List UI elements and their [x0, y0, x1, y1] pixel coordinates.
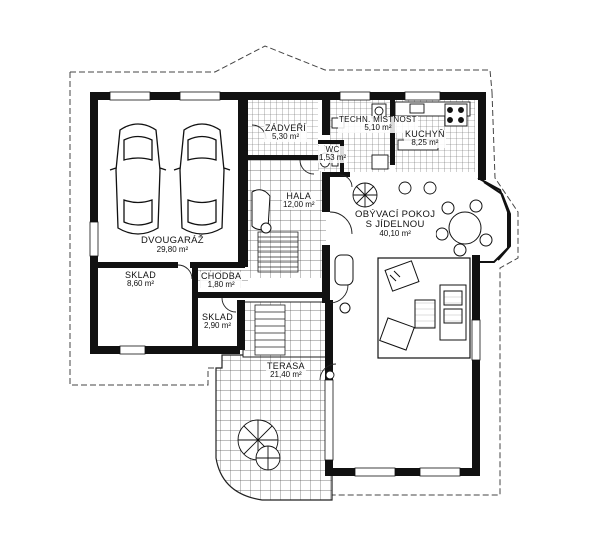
room-label-kitchen: KUCHYŇ 8,25 m²	[404, 129, 446, 148]
room-label-storage-large: SKLAD 8,60 m²	[124, 270, 158, 289]
room-area: 21,40 m²	[270, 370, 302, 380]
room-area: 12,00 m²	[283, 200, 315, 210]
room-label-utility: TECHN. MÍSTNOST 5,10 m²	[338, 115, 418, 133]
car-left	[109, 123, 167, 235]
room-label-wc: WC 1,53 m²	[318, 145, 348, 163]
room-label-storage-small: SKLAD 2,90 m²	[201, 312, 235, 331]
room-name: TECHN. MÍSTNOST	[339, 115, 417, 124]
room-area: 2,90 m²	[203, 321, 232, 331]
car-right	[173, 123, 231, 235]
room-area: 5,10 m²	[364, 123, 392, 133]
room-name: OBÝVACÍ POKOJ	[355, 209, 436, 220]
living-furniture	[377, 257, 471, 359]
hall-furniture	[251, 189, 354, 314]
room-name: SKLAD	[202, 312, 234, 322]
room-label-hall: HALA 12,00 m²	[282, 191, 316, 210]
room-area: 1,53 m²	[319, 153, 347, 163]
room-label-corridor: CHODBA 1,80 m²	[200, 271, 243, 290]
room-area: 29,80 m²	[156, 244, 189, 254]
windows	[89, 91, 481, 477]
stairs	[254, 231, 299, 356]
room-name: DVOUGARÁŽ	[141, 235, 204, 246]
room-area: 40,10 m²	[379, 228, 411, 238]
room-area: 5,30 m²	[271, 132, 300, 142]
room-label-living: OBÝVACÍ POKOJ S JÍDELNOU 40,10 m²	[354, 209, 437, 239]
room-name: ZÁDVEŘÍ	[265, 123, 307, 133]
bay-window	[477, 177, 511, 263]
room-name: TERASA	[267, 361, 305, 371]
room-area: 8,60 m²	[126, 279, 155, 289]
room-label-terrace: TERASA 21,40 m²	[266, 361, 306, 380]
room-name-2: S JÍDELNOU	[365, 218, 425, 230]
room-name: WC	[325, 145, 340, 154]
roof-outline	[69, 45, 519, 496]
dining-table	[435, 199, 493, 257]
room-area: 1,80 m²	[207, 280, 235, 290]
room-label-vestibule: ZÁDVEŘÍ 5,30 m²	[264, 123, 308, 142]
room-name: KUCHYŇ	[405, 129, 445, 139]
plants	[237, 182, 378, 471]
room-name: SKLAD	[125, 270, 157, 280]
room-name: CHODBA	[201, 271, 242, 281]
room-area: 8,25 m²	[411, 138, 439, 148]
room-name: HALA	[286, 191, 312, 201]
room-label-garage: DVOUGARÁŽ 29,80 m²	[140, 235, 205, 255]
